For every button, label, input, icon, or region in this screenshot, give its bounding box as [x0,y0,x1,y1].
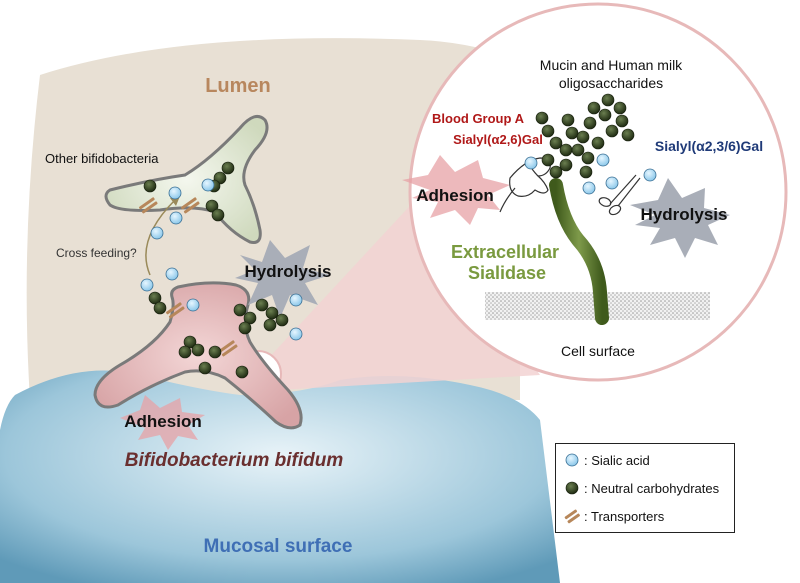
neutral-carbohydrate-icon [265,306,279,320]
legend-item-sialic-acid: : Sialic acid [564,450,650,470]
scissors-icon [598,174,641,216]
neutral-carbohydrate-icon [238,321,252,335]
mucosal-surface-label: Mucosal surface [204,536,353,557]
extracellular-label-line2: Sialidase [468,263,546,283]
sialic-acid-icon [168,186,182,200]
sialic-acid-icon [150,226,164,240]
neutral-carbohydrate-icon [275,313,289,327]
sialic-acid-icon [140,278,154,292]
legend-label: : Sialic acid [584,452,650,468]
neutral-carbohydrate-icon [191,343,205,357]
adhesion-left-label: Adhesion [124,412,201,431]
zoom-circle [408,2,788,382]
legend-item-transporters: : Transporters [564,506,664,526]
cell-surface-label: Cell surface [561,343,635,359]
neutral-carbohydrate-icon [178,345,192,359]
extracellular-sialidase [549,178,609,325]
species-label: Bifidobacterium bifidum [125,450,344,471]
mucin-label-line2: oligosaccharides [559,75,663,91]
neutral-carbohydrate-icon [208,345,222,359]
sialyl-26-label: Sialyl(α2,6)Gal [453,132,543,147]
neutral-carbohydrate-icon [211,208,225,222]
sialic-acid-icon [289,327,303,341]
hydrolysis-right-label: Hydrolysis [641,205,728,224]
neutral-carbohydrate-icon [143,179,157,193]
adhesion-burst-right [402,155,510,225]
sialic-acid-icon [186,298,200,312]
neutral-carbohydrate-icon [198,361,212,375]
neutral-carbohydrate-icon [263,318,277,332]
other-bifidobacteria-cell [104,114,269,244]
neutral-carbohydrate-icon [153,301,167,315]
neutral-carbohydrate-icon [235,365,249,379]
legend: : Sialic acid : Neutral carbohydrates : … [555,443,735,533]
hydrolysis-left-label: Hydrolysis [245,262,332,281]
lumen-label: Lumen [205,75,271,97]
blood-group-a-label: Blood Group A [432,111,525,126]
zoom-connector [250,195,540,390]
cross-feeding-arrow [145,199,176,276]
sialic-acid-icon [169,211,183,225]
sialic-acid-icon [565,453,579,467]
hydrolysis-burst-left [235,240,330,318]
sialic-acid-icon [165,267,179,281]
cross-feeding-label: Cross feeding? [56,246,137,260]
adhesion-burst-left [120,395,205,450]
mucin-label-line1: Mucin and Human milk [540,57,683,73]
neutral-carbohydrate-icon [255,298,269,312]
legend-label: : Transporters [584,508,665,524]
legend-label: : Neutral carbohydrates [584,480,720,496]
neutral-carbohydrate-icon [221,161,235,175]
sialic-acid-icon [201,178,215,192]
hydrolysis-burst-right [630,178,730,258]
legend-item-neutral-carbohydrates: : Neutral carbohydrates [564,478,719,498]
sialyl-236-label: Sialyl(α2,3/6)Gal [655,138,763,154]
sialic-acid-icon [289,293,303,307]
neutral-carbohydrate-icon [565,481,579,495]
extracellular-label-line1: Extracellular [451,242,559,262]
transporter-icon [564,509,580,524]
adhesion-right-label: Adhesion [416,186,493,205]
neutral-carbohydrate-icon [233,303,247,317]
other-bifidobacteria-label: Other bifidobacteria [45,151,159,166]
